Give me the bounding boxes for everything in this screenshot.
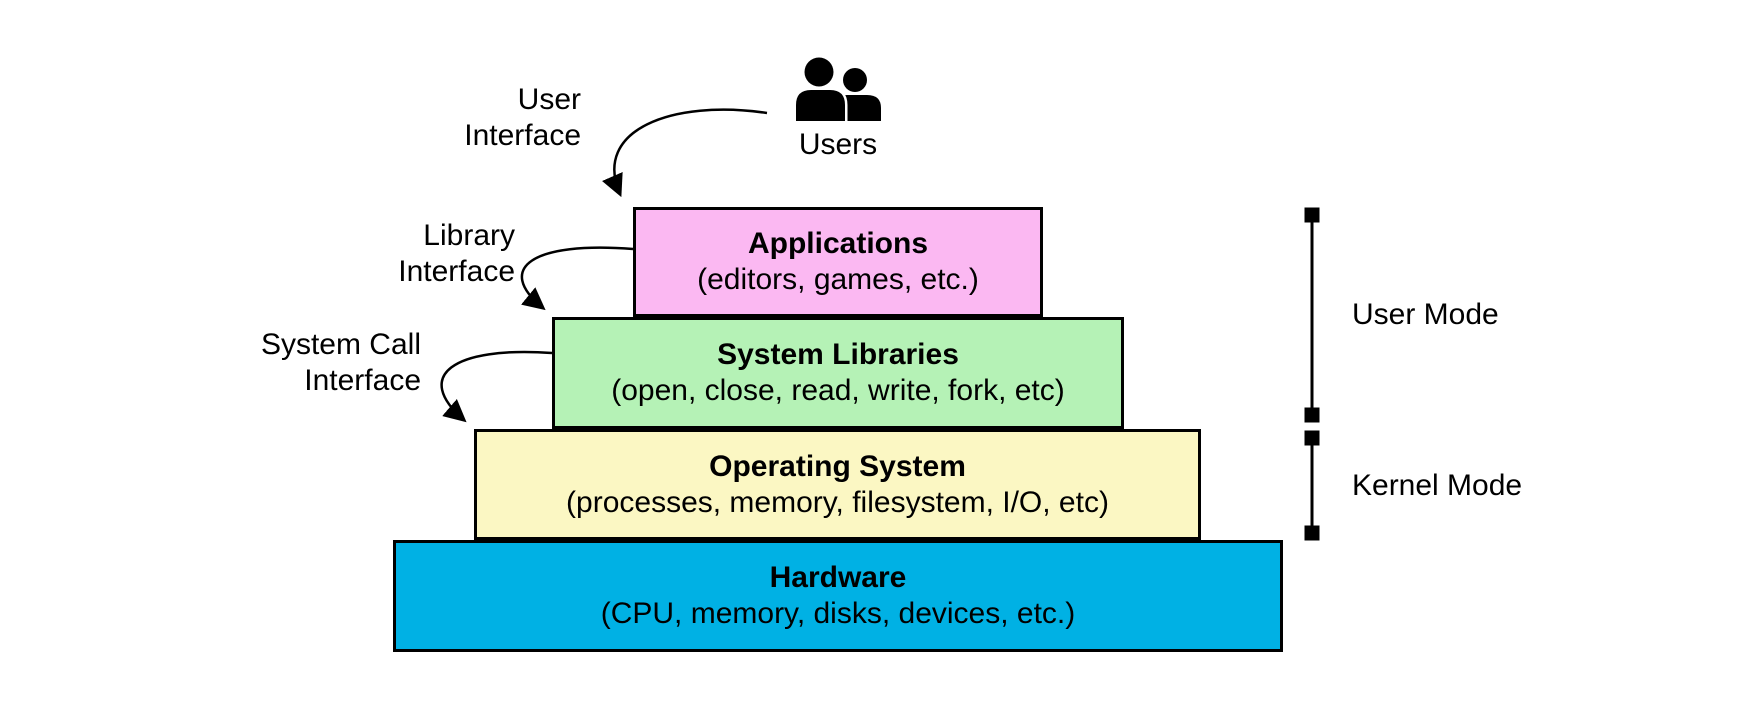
layer-operating-system-subtitle: (processes, memory, filesystem, I/O, etc…: [566, 485, 1109, 519]
user-interface-arrow: [602, 108, 768, 198]
library-interface-label: Library Interface: [398, 218, 515, 290]
kernel-mode-label: Kernel Mode: [1352, 469, 1523, 502]
layer-hardware: Hardware (CPU, memory, disks, devices, e…: [393, 540, 1283, 652]
layer-operating-system-title: Operating System: [709, 449, 966, 483]
layer-applications: Applications (editors, games, etc.): [633, 207, 1043, 317]
user-interface-label: User Interface: [464, 82, 581, 154]
user-interface-label-line2: Interface: [464, 119, 581, 152]
layer-hardware-title: Hardware: [769, 561, 907, 594]
system-call-interface-label-line1: System Call: [260, 328, 421, 361]
system-call-interface-label-line2: Interface: [304, 364, 421, 397]
layer-applications-subtitle: (editors, games, etc.): [697, 263, 979, 296]
system-call-interface-arrow: [440, 350, 553, 423]
layer-applications-title: Applications: [747, 227, 928, 260]
layer-hardware-subtitle: (CPU, memory, disks, devices, etc.): [600, 597, 1076, 630]
user-mode-bracket: [1304, 207, 1320, 423]
system-call-interface-label: System Call Interface: [261, 327, 421, 399]
layer-system-libraries: System Libraries (open, close, read, wri…: [552, 317, 1124, 429]
layer-system-libraries-subtitle: (open, close, read, write, fork, etc): [611, 374, 1065, 407]
user-interface-label-line1: User: [517, 83, 581, 116]
library-interface-arrow: [520, 246, 634, 311]
users-icon: [793, 55, 881, 124]
users-label: Users: [798, 128, 878, 161]
user-mode-label: User Mode: [1352, 298, 1499, 331]
layer-operating-system: Operating System (processes, memory, fil…: [474, 429, 1201, 540]
kernel-mode-bracket: [1304, 430, 1320, 541]
library-interface-label-line2: Interface: [398, 255, 515, 288]
layer-system-libraries-title: System Libraries: [717, 338, 959, 371]
library-interface-label-line1: Library: [423, 219, 515, 252]
